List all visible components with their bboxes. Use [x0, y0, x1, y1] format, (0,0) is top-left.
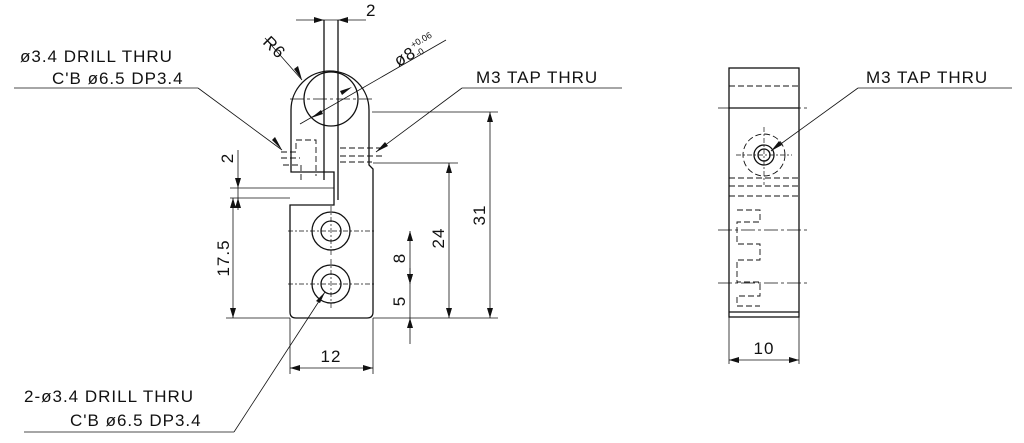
dim-slot-width: 2	[296, 1, 376, 23]
callout-bottom-drill: 2-ø3.4 DRILL THRU C'B ø6.5 DP3.4	[24, 291, 326, 433]
side-body-outline	[728, 67, 800, 318]
side-view	[718, 67, 810, 318]
dim-gap: 2	[218, 150, 334, 210]
callout-tap-front-label: M3 TAP THRU	[476, 68, 598, 87]
dim-bore-tol-lower: -0	[414, 46, 426, 59]
dim-gap-label: 2	[218, 153, 237, 163]
dim-height-31-label: 31	[470, 205, 489, 226]
dim-offset-5: 5	[390, 268, 413, 344]
front-body-outline	[289, 70, 374, 319]
tap-hole-hidden	[340, 147, 382, 163]
dim-height-24-label: 24	[429, 228, 448, 249]
dim-height-24: 24	[373, 162, 458, 318]
dim-width-10-label: 10	[754, 339, 775, 358]
callout-bottom-line2: C'B ø6.5 DP3.4	[70, 411, 202, 430]
dim-bore-diameter: ø8 +0.06 -0	[299, 30, 447, 125]
callout-tap-side-label: M3 TAP THRU	[866, 68, 988, 87]
clamp-hole-hidden	[281, 139, 317, 180]
dim-hole-height: 17.5	[214, 198, 290, 319]
callout-tap-side: M3 TAP THRU	[770, 68, 1012, 152]
front-view	[281, 20, 382, 319]
callout-tap-front: M3 TAP THRU	[375, 68, 622, 153]
callout-top-line2: C'B ø6.5 DP3.4	[52, 69, 184, 88]
dim-radius-label: R6	[259, 32, 289, 62]
dim-width-10: 10	[728, 317, 800, 364]
callout-top-line1: ø3.4 DRILL THRU	[20, 47, 173, 66]
dim-radius: R6	[259, 32, 303, 81]
dim-width-12-label: 12	[321, 347, 342, 366]
dim-slot-width-label: 2	[366, 1, 376, 20]
dim-height-31: 31	[372, 111, 498, 319]
callout-top-drill: ø3.4 DRILL THRU C'B ø6.5 DP3.4	[14, 47, 283, 151]
dim-offset-5-label: 5	[390, 296, 409, 306]
callout-bottom-line1: 2-ø3.4 DRILL THRU	[24, 387, 194, 406]
dim-width-12: 12	[289, 318, 374, 374]
dim-spacing-8-label: 8	[390, 253, 409, 263]
dim-hole-height-label: 17.5	[214, 239, 233, 276]
